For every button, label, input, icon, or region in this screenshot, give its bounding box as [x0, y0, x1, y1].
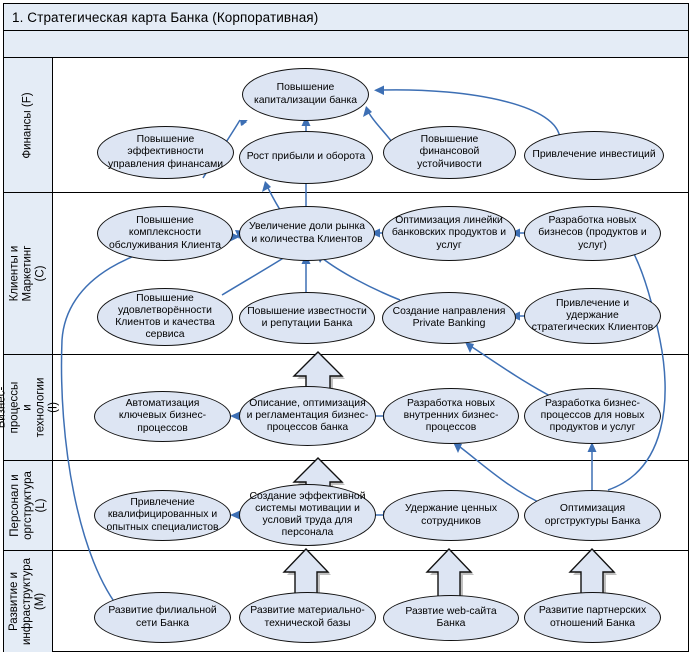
node-f-stability[interactable]: Повышение финансовой устойчивости [383, 126, 516, 179]
node-c-complex[interactable]: Повышение комплексности обслуживания Кли… [97, 206, 233, 261]
node-f-effmgmt[interactable]: Повышение эффективности управления финан… [97, 126, 234, 179]
perspective-row-infrastructure: Развитие и инфраструктура (M) [4, 551, 688, 652]
page-title: 1. Стратегическая карта Банка (Корпорати… [12, 9, 319, 25]
perspective-label-clients-text: Клиенты и Маркетинг (C) [8, 245, 47, 302]
perspective-row-people: Персонал и оргструктура (L) [4, 461, 688, 551]
node-c-reputation[interactable]: Повышение известности и репутации Банка [239, 292, 375, 344]
node-l-orgstruct[interactable]: Оптимизация оргструктуры Банка [524, 490, 661, 541]
node-m-branch[interactable]: Развитие филиальной сети Банка [94, 592, 231, 643]
node-m-website[interactable]: Развтие web-сайта Банка [383, 595, 519, 641]
node-l-attract[interactable]: Привлечение квалифицированных и опытных … [94, 490, 231, 541]
node-m-material[interactable]: Развитие материально-технической базы [239, 592, 376, 643]
node-l-motivation[interactable]: Создание эффективной системы мотивации и… [239, 484, 376, 546]
perspective-label-people-text: Персонал и оргструктура (L) [8, 471, 47, 540]
node-i-newinternal[interactable]: Разработка новых внутренних бизнес-проце… [383, 388, 519, 444]
node-c-private[interactable]: Создание направления Private Banking [382, 292, 516, 344]
node-i-automation[interactable]: Автоматизация ключевых бизнес-процессов [94, 391, 231, 442]
node-c-newbiz[interactable]: Разработка новых бизнесов (продуктов и у… [524, 206, 661, 261]
node-f-capital[interactable]: Повышение капитализации банка [242, 68, 369, 121]
perspective-row-clients: Клиенты и Маркетинг (C) [4, 193, 688, 355]
perspective-label-infrastructure: Развитие и инфраструктура (M) [4, 551, 53, 652]
perspective-row-processes: Бизнес-процессы и технологии (I) [0, 355, 688, 461]
node-i-describe[interactable]: Описание, оптимизация и регламентация би… [239, 386, 376, 446]
perspective-label-people: Персонал и оргструктура (L) [4, 461, 53, 550]
node-m-partners[interactable]: Развитие партнерских отношений Банка [524, 592, 661, 643]
node-f-invest[interactable]: Привлечение инвестиций [524, 131, 664, 180]
perspective-label-infrastructure-text: Развитие и инфраструктура (M) [8, 557, 47, 646]
perspective-row-finance: Финансы (F) [4, 58, 688, 193]
diagram-title-bar: 1. Стратегическая карта Банка (Корпорати… [4, 4, 688, 31]
node-i-newproducts[interactable]: Разработка бизнес-процессов для новых пр… [524, 388, 661, 444]
node-f-profit[interactable]: Рост прибыли и оборота [239, 131, 373, 184]
node-c-share[interactable]: Увеличение доли рынка и количества Клиен… [239, 206, 375, 261]
title-spacer-band [4, 31, 688, 58]
node-c-satisfaction[interactable]: Повышение удовлетворённости Клиентов и к… [97, 288, 233, 346]
perspective-label-processes-text: Бизнес-процессы и технологии (I) [0, 377, 60, 438]
node-c-strategic[interactable]: Привлечение и удержание стратегических К… [524, 288, 661, 344]
perspective-label-clients: Клиенты и Маркетинг (C) [4, 193, 53, 354]
diagram-frame [3, 3, 689, 652]
node-c-optline[interactable]: Оптимизация линейки банковских продуктов… [382, 206, 516, 261]
perspective-label-processes: Бизнес-процессы и технологии (I) [0, 355, 60, 460]
node-l-retain[interactable]: Удержание ценных сотрудников [383, 490, 519, 541]
perspective-label-finance: Финансы (F) [4, 58, 53, 192]
perspective-label-finance-text: Финансы (F) [21, 91, 34, 159]
